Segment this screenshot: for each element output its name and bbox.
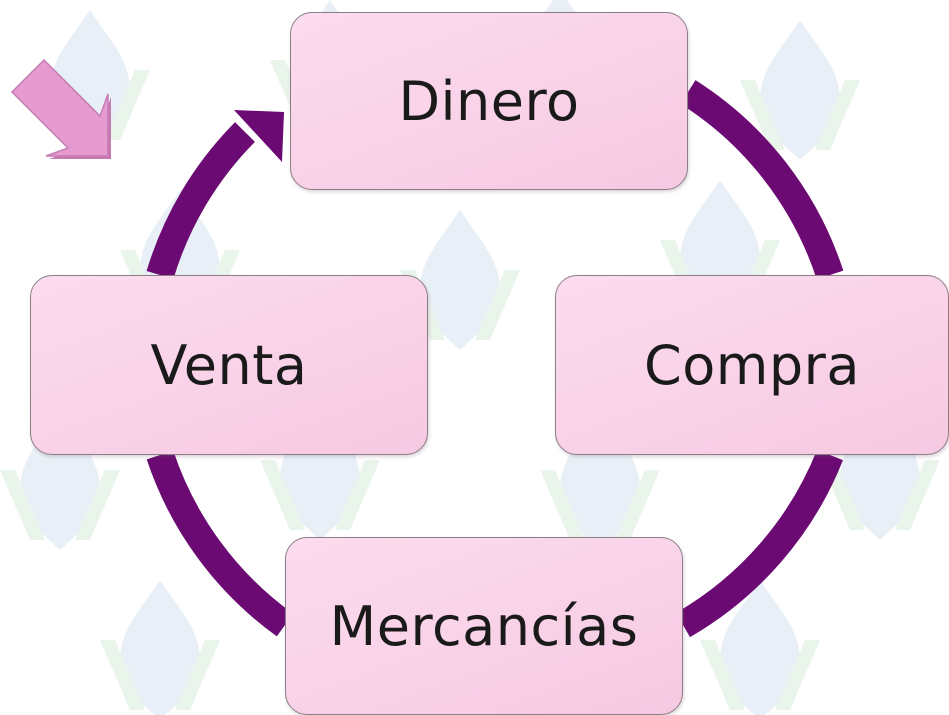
edge-compra-mercancias (675, 449, 844, 638)
pointer-arrow-icon (10, 58, 111, 159)
edge-venta-dinero (146, 122, 256, 280)
edge-dinero-compra (680, 80, 844, 280)
edge-mercancias-venta (146, 450, 294, 637)
node-mercancias: Mercancías (285, 537, 683, 715)
node-label-mercancias: Mercancías (329, 594, 639, 658)
node-label-compra: Compra (644, 333, 860, 397)
node-label-venta: Venta (150, 333, 308, 397)
node-dinero: Dinero (290, 12, 688, 190)
arrowhead-to-dinero (234, 110, 284, 162)
node-label-dinero: Dinero (398, 69, 580, 133)
node-venta: Venta (30, 275, 428, 455)
node-compra: Compra (555, 275, 949, 455)
